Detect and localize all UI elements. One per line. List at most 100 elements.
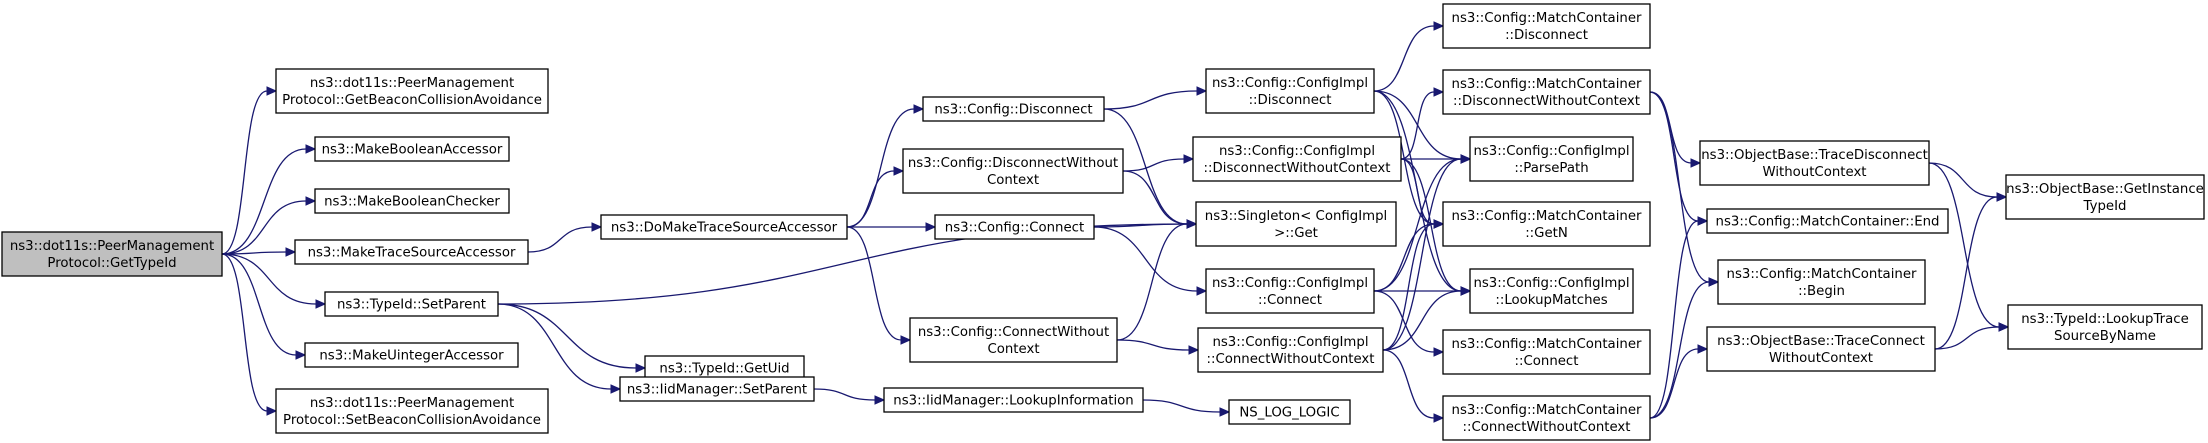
node-label: ns3::ObjectBase::GetInstance — [2006, 182, 2204, 197]
edge-line — [1122, 158, 1185, 172]
edge-doMakeTrace-to-cfgConnectWC — [846, 226, 912, 345]
node-implDisconnectWC[interactable]: ns3::Config::ConfigImpl::DisconnectWitho… — [1192, 136, 1402, 182]
node-label: ns3::MakeBooleanAccessor — [322, 143, 503, 158]
edge-implConnectWC-to-implParsePath — [1382, 154, 1472, 351]
node-box — [1442, 329, 1651, 375]
node-box — [294, 239, 529, 265]
node-obTraceConnectWC[interactable]: ns3::ObjectBase::TraceConnectWithoutCont… — [1706, 326, 1936, 372]
node-makeBoolAcc[interactable]: ns3::MakeBooleanAccessor — [314, 136, 510, 162]
edge-line — [1649, 91, 1699, 222]
edge-obTraceDisconnectWC-to-typeIdLookupTrace — [1928, 162, 2010, 332]
node-implConnect[interactable]: ns3::Config::ConfigImpl::Connect — [1205, 268, 1375, 314]
node-mcConnect[interactable]: ns3::Config::MatchContainer::Connect — [1442, 329, 1651, 375]
node-makeTraceSrc[interactable]: ns3::MakeTraceSourceAccessor — [294, 239, 529, 265]
node-box — [275, 388, 549, 434]
edge-mcDisconnectWC-to-mcBegin — [1649, 91, 1720, 287]
node-iidSetParent[interactable]: ns3::IidManager::SetParent — [619, 376, 815, 402]
node-implLookupMatches[interactable]: ns3::Config::ConfigImpl::LookupMatches — [1469, 268, 1634, 314]
edge-line — [1934, 326, 2000, 350]
edge-line — [1649, 348, 1699, 419]
node-implDisconnect[interactable]: ns3::Config::ConfigImpl::Disconnect — [1205, 68, 1375, 114]
edge-doMakeTrace-to-cfgDisconnectWC — [846, 166, 905, 228]
node-box — [2007, 304, 2203, 350]
node-mcBegin[interactable]: ns3::Config::MatchContainer::Begin — [1717, 259, 1926, 305]
node-label: ::Disconnect — [1249, 93, 1332, 108]
arrowhead-icon — [913, 104, 925, 114]
node-mcEnd[interactable]: ns3::Config::MatchContainer::End — [1706, 208, 1949, 234]
edge-line — [1142, 399, 1221, 413]
node-label: ns3::IidManager::SetParent — [627, 383, 807, 398]
node-box — [644, 355, 805, 381]
node-box — [619, 376, 815, 402]
node-label: ns3::Config::MatchContainer — [1452, 403, 1642, 418]
node-box — [1469, 136, 1634, 182]
arrowhead-icon — [925, 222, 937, 232]
edge-mcDisconnectWC-to-mcEnd — [1649, 91, 1709, 226]
node-mcDisconnect[interactable]: ns3::Config::MatchContainer::Disconnect — [1442, 3, 1651, 49]
node-box — [1442, 201, 1651, 247]
edge-typeIdSetParent-to-iidSetParent — [497, 303, 622, 394]
node-getBeacon[interactable]: ns3::dot11s::PeerManagementProtocol::Get… — [275, 68, 549, 114]
node-label: ::Connect — [1515, 354, 1579, 369]
arrowhead-icon — [285, 247, 297, 257]
node-cfgConnectWC[interactable]: ns3::Config::ConnectWithoutContext — [909, 317, 1118, 363]
edge-line — [1649, 281, 1710, 419]
node-mcGetN[interactable]: ns3::Config::MatchContainer::GetN — [1442, 201, 1651, 247]
node-label: ::Begin — [1798, 284, 1845, 299]
edge-cfgConnectWC-to-implConnectWC — [1116, 339, 1200, 355]
node-label: Context — [987, 173, 1039, 188]
node-cfgDisconnect[interactable]: ns3::Config::Disconnect — [922, 96, 1105, 122]
node-nsLogLogic[interactable]: NS_LOG_LOGIC — [1228, 399, 1351, 425]
edge-iidSetParent-to-iidLookupInfo — [813, 388, 886, 405]
node-label: ns3::DoMakeTraceSourceAccessor — [611, 221, 838, 236]
node-root[interactable]: ns3::dot11s::PeerManagementProtocol::Get… — [1, 231, 223, 277]
node-mcDisconnectWC[interactable]: ns3::Config::MatchContainer::DisconnectW… — [1442, 69, 1651, 115]
node-implParsePath[interactable]: ns3::Config::ConfigImpl::ParsePath — [1469, 136, 1634, 182]
node-obTraceDisconnectWC[interactable]: ns3::ObjectBase::TraceDisconnectWithoutC… — [1699, 140, 1930, 186]
edge-mcConnectWC-to-mcBegin — [1649, 277, 1720, 419]
node-box — [902, 148, 1124, 194]
edge-line — [221, 253, 317, 305]
arrowhead-icon — [591, 222, 603, 232]
node-iidLookupInfo[interactable]: ns3::IidManager::LookupInformation — [883, 387, 1144, 413]
node-box — [324, 291, 499, 317]
arrowhead-icon — [295, 350, 307, 360]
node-mcConnectWC[interactable]: ns3::Config::MatchContainer::ConnectWith… — [1442, 395, 1651, 441]
edge-makeTraceSrc-to-doMakeTrace — [527, 222, 603, 253]
node-implConnectWC[interactable]: ns3::Config::ConfigImpl::ConnectWithoutC… — [1197, 327, 1384, 373]
node-label: ns3::Config::MatchContainer — [1452, 209, 1642, 224]
node-label: ns3::Config::MatchContainer — [1452, 337, 1642, 352]
node-label: ns3::Config::ConfigImpl — [1219, 144, 1375, 159]
node-box — [1442, 395, 1651, 441]
node-cfgConnect[interactable]: ns3::Config::Connect — [934, 214, 1095, 240]
node-box — [922, 96, 1105, 122]
node-setBeacon[interactable]: ns3::dot11s::PeerManagementProtocol::Set… — [275, 388, 549, 434]
node-doMakeTrace[interactable]: ns3::DoMakeTraceSourceAccessor — [600, 214, 848, 240]
edge-line — [1116, 223, 1188, 341]
node-label: ::ParsePath — [1514, 161, 1588, 176]
node-makeBoolChk[interactable]: ns3::MakeBooleanChecker — [314, 188, 510, 214]
node-label: ns3::Config::MatchContainer — [1452, 77, 1642, 92]
edge-line — [497, 303, 612, 390]
edge-implConnectWC-to-mcConnectWC — [1382, 349, 1445, 423]
node-box — [1228, 399, 1351, 425]
node-singletonGet[interactable]: ns3::Singleton< ConfigImpl >::Get — [1195, 201, 1397, 247]
node-cfgDisconnectWC[interactable]: ns3::Config::DisconnectWithoutContext — [902, 148, 1124, 194]
edge-line — [1103, 108, 1188, 225]
node-label: ns3::MakeBooleanChecker — [324, 195, 500, 210]
node-label: ns3::Config::ConfigImpl — [1212, 335, 1368, 350]
arrowhead-icon — [305, 144, 317, 154]
node-makeUintAcc[interactable]: ns3::MakeUintegerAccessor — [304, 342, 519, 368]
node-box — [600, 214, 848, 240]
node-box — [314, 188, 510, 214]
node-label: ns3::TypeId::LookupTrace — [2021, 312, 2189, 327]
edge-implConnectWC-to-implLookupMatches — [1382, 286, 1472, 351]
node-label: ::LookupMatches — [1495, 293, 1607, 308]
node-getUid[interactable]: ns3::TypeId::GetUid — [644, 355, 805, 381]
edge-cfgDisconnectWC-to-singletonGet — [1122, 170, 1198, 229]
node-typeIdSetParent[interactable]: ns3::TypeId::SetParent — [324, 291, 499, 317]
edge-line — [1649, 220, 1699, 419]
